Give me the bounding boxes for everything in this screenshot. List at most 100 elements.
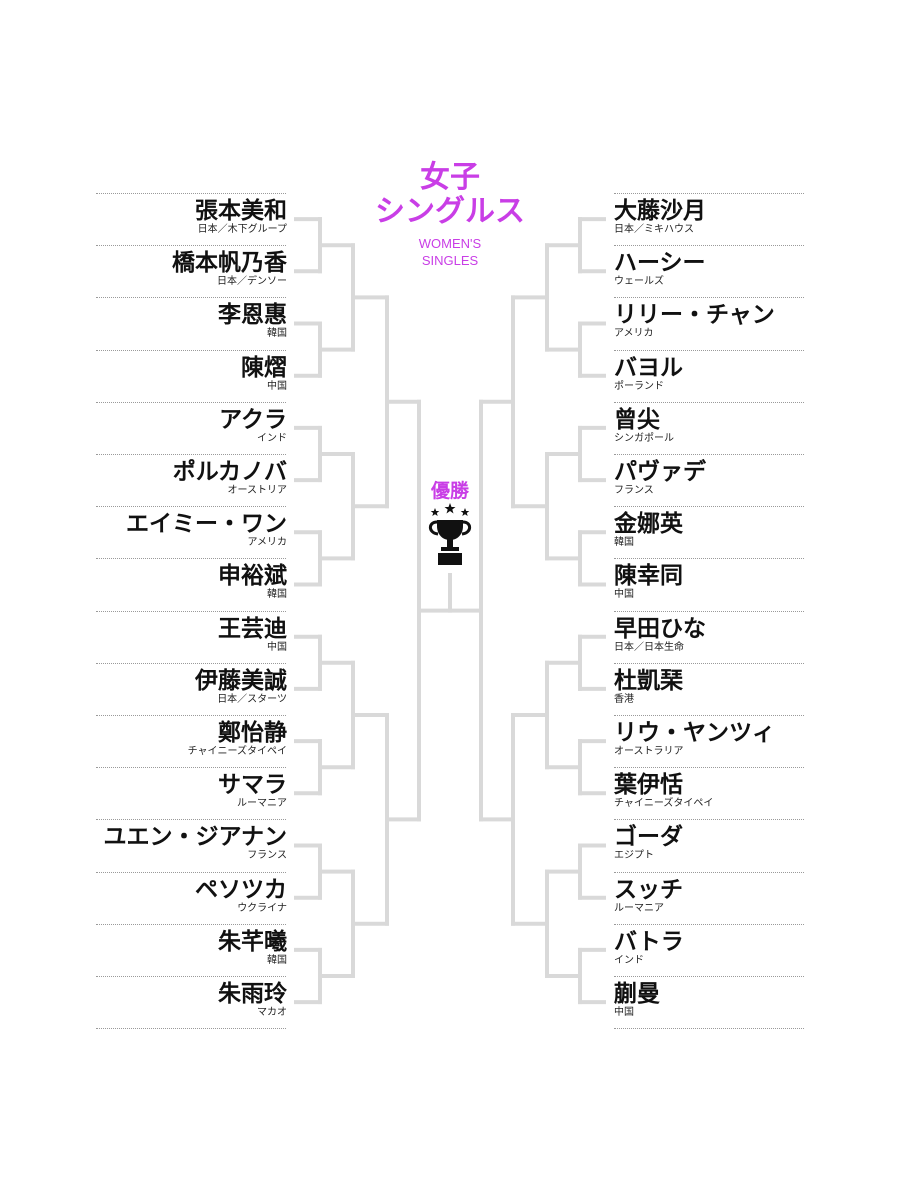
left-player-2: 橋本帆乃香日本／デンソー <box>87 245 287 297</box>
player-name: 伊藤美誠 <box>195 667 287 694</box>
trophy-icon <box>428 503 472 565</box>
player-name: 陳熠 <box>241 354 287 381</box>
right-player-2: ハーシーウェールズ <box>614 245 814 297</box>
player-country: 中国 <box>267 641 287 653</box>
player-country: 日本／ミキハウス <box>614 224 694 235</box>
player-name: 朱芊曦 <box>218 928 287 955</box>
player-name: ハーシー <box>614 250 706 277</box>
player-country: アメリカ <box>614 328 654 340</box>
player-country: チャイニーズタイペイ <box>614 798 714 810</box>
player-name: パヴァデ <box>614 459 706 485</box>
left-player-10: 伊藤美誠日本／スターツ <box>87 663 287 715</box>
right-player-3: リリー・チャンアメリカ <box>614 297 814 349</box>
player-country: 韓国 <box>267 328 287 340</box>
slot-divider <box>614 454 804 455</box>
player-name: 杜凱琹 <box>614 667 683 694</box>
slot-divider <box>96 349 286 351</box>
player-name: 早田ひな <box>614 615 706 642</box>
player-country: インド <box>614 954 644 966</box>
player-name: リリー・チャン <box>614 302 775 329</box>
player-name: アクラ <box>219 406 287 433</box>
right-player-13: ゴーダエジプト <box>614 819 814 871</box>
player-name: 李恩惠 <box>218 302 287 329</box>
player-name: 朱雨玲 <box>218 981 287 1007</box>
player-country: 日本／木下グループ <box>197 224 287 235</box>
slot-divider <box>96 715 286 716</box>
slot-divider <box>614 819 804 821</box>
right-player-12: 葉伊恬チャイニーズタイペイ <box>614 767 814 819</box>
player-name: バヨル <box>614 354 683 381</box>
right-player-1: 大藤沙月日本／ミキハウス <box>614 193 814 245</box>
player-country: 香港 <box>614 693 634 705</box>
player-name: エイミー・ワン <box>126 511 287 538</box>
right-player-14: スッチルーマニア <box>614 872 814 924</box>
player-country: 中国 <box>614 589 634 601</box>
player-name: 鄭怡静 <box>218 720 287 746</box>
player-name: ポルカノバ <box>172 459 287 485</box>
player-country: ポーランド <box>614 380 664 392</box>
slot-divider <box>614 662 804 664</box>
player-name: 蒯曼 <box>614 981 660 1007</box>
player-country: 日本／デンソー <box>217 276 287 288</box>
player-country: ルーマニア <box>237 798 287 810</box>
slot-divider <box>96 819 286 821</box>
left-player-13: ユエン・ジアナンフランス <box>87 819 287 871</box>
slot-divider <box>96 923 286 925</box>
winner-label: 優勝 <box>430 480 469 502</box>
slot-divider <box>614 610 804 612</box>
right-player-7: 金娜英韓国 <box>614 506 814 558</box>
left-player-9: 王芸迪中国 <box>87 611 287 663</box>
player-country: ウクライナ <box>237 902 287 914</box>
slot-divider <box>614 871 804 873</box>
player-country: シンガポール <box>614 432 674 444</box>
slot-divider <box>614 349 804 351</box>
player-country: オーストラリア <box>614 746 684 757</box>
slot-divider <box>96 193 286 194</box>
slot-divider <box>614 401 804 403</box>
slot-divider <box>614 245 804 247</box>
player-country: ルーマニア <box>614 902 664 914</box>
slot-divider <box>96 506 286 508</box>
player-name: スッチ <box>614 876 683 903</box>
right-player-4: バヨルポーランド <box>614 350 814 402</box>
player-name: 金娜英 <box>614 511 683 538</box>
slot-divider <box>614 506 804 508</box>
player-name: 張本美和 <box>195 198 287 224</box>
slot-divider <box>96 610 286 612</box>
slot-divider <box>614 715 804 716</box>
player-name: 陳幸同 <box>614 563 683 590</box>
player-country: 韓国 <box>614 537 634 549</box>
player-country: 中国 <box>614 1007 634 1018</box>
right-player-8: 陳幸同中国 <box>614 558 814 610</box>
player-country: ウェールズ <box>614 276 664 288</box>
player-name: 大藤沙月 <box>614 198 706 224</box>
player-country: 日本／スターツ <box>217 693 287 705</box>
player-country: エジプト <box>614 850 654 862</box>
player-country: 中国 <box>267 380 287 392</box>
player-country: 韓国 <box>267 589 287 601</box>
slot-divider <box>614 976 804 977</box>
right-player-10: 杜凱琹香港 <box>614 663 814 715</box>
player-country: 韓国 <box>267 954 287 966</box>
slot-divider <box>614 923 804 925</box>
player-name: サマラ <box>218 772 287 799</box>
slot-divider <box>614 193 804 194</box>
player-name: ペソツカ <box>195 876 287 903</box>
player-name: リウ・ヤンツィ <box>614 720 775 746</box>
slot-divider <box>96 871 286 873</box>
player-country: フランス <box>614 485 654 496</box>
player-name: 葉伊恬 <box>614 772 683 799</box>
player-name: 橋本帆乃香 <box>172 250 287 277</box>
left-player-12: サマラルーマニア <box>87 767 287 819</box>
player-name: ゴーダ <box>614 824 683 851</box>
player-country: インド <box>257 432 287 444</box>
slot-divider <box>96 297 286 299</box>
title-english-line2: SINGLES <box>421 253 479 268</box>
left-player-7: エイミー・ワンアメリカ <box>87 506 287 558</box>
left-player-15: 朱芊曦韓国 <box>87 924 287 976</box>
slot-divider <box>96 245 286 247</box>
slot-divider <box>96 976 286 977</box>
left-player-6: ポルカノバオーストリア <box>87 454 287 506</box>
